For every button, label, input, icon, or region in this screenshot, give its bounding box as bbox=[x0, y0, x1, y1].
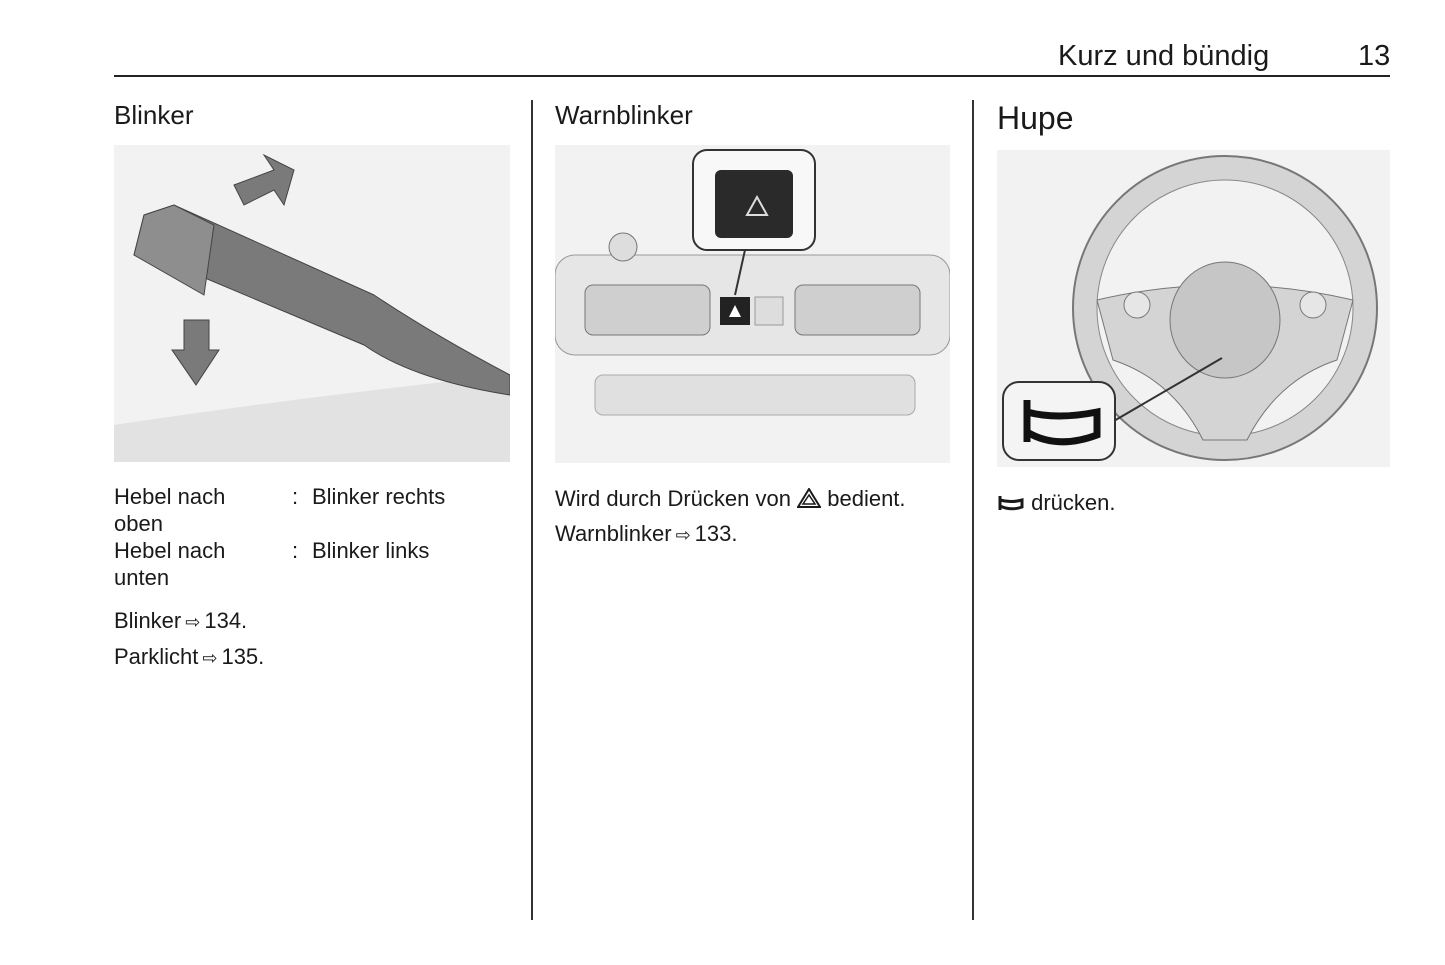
heading-warnblinker: Warnblinker bbox=[555, 100, 693, 130]
table-result: Blinker rechts bbox=[312, 484, 446, 509]
arrow-right-icon: ⇨ bbox=[202, 648, 218, 668]
reference-page: 134. bbox=[204, 608, 248, 633]
reference-label: Warnblinker bbox=[555, 521, 672, 546]
reference-blinker[interactable]: Blinker⇨134. bbox=[114, 607, 247, 636]
column-divider bbox=[972, 100, 974, 920]
instruction-text: bedient. bbox=[827, 486, 906, 511]
instruction-text: Wird durch Drücken von bbox=[555, 486, 791, 511]
arrow-right-icon: ⇨ bbox=[675, 525, 691, 545]
page-number: 13 bbox=[1358, 40, 1391, 72]
reference-parklicht[interactable]: Parklicht⇨135. bbox=[114, 643, 264, 672]
table-action: Hebel nach unten bbox=[114, 538, 226, 590]
heading-blinker: Blinker bbox=[114, 100, 194, 130]
heading-hupe: Hupe bbox=[997, 100, 1074, 136]
reference-label: Parklicht bbox=[114, 644, 199, 669]
section-title: Kurz und bündig bbox=[1058, 40, 1270, 72]
column-divider bbox=[531, 100, 533, 920]
reference-warnblinker[interactable]: Warnblinker⇨133. bbox=[555, 520, 737, 549]
reference-label: Blinker bbox=[114, 608, 182, 633]
hazard-triangle-icon bbox=[796, 486, 827, 511]
table-separator: : bbox=[292, 484, 299, 509]
hazard-switch-dashboard-illustration bbox=[555, 145, 950, 463]
horn-icon bbox=[997, 490, 1031, 515]
reference-page: 133. bbox=[694, 521, 738, 546]
header-rule bbox=[114, 75, 1390, 77]
table-result: Blinker links bbox=[312, 538, 430, 563]
horn-instruction: drücken. bbox=[997, 489, 1116, 516]
reference-page: 135. bbox=[221, 644, 265, 669]
hazard-instruction: Wird durch Drücken von bedient. bbox=[555, 485, 906, 512]
steering-wheel-horn-illustration bbox=[997, 150, 1390, 467]
instruction-text: drücken. bbox=[1031, 490, 1116, 515]
table-separator: : bbox=[292, 538, 299, 563]
turn-signal-lever-illustration bbox=[114, 145, 510, 462]
arrow-right-icon: ⇨ bbox=[185, 612, 201, 632]
table-action: Hebel nach oben bbox=[114, 484, 226, 536]
